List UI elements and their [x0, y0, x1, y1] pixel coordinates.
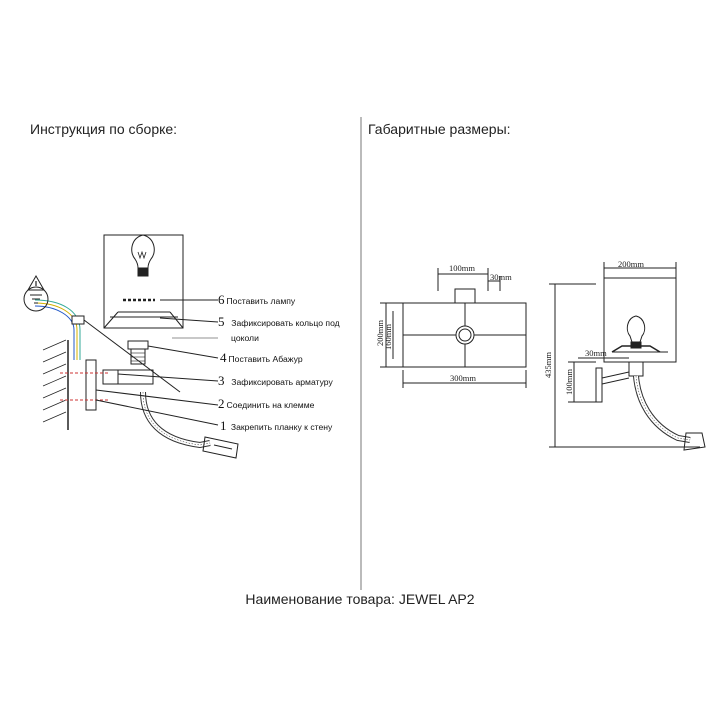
assembly-instructions-heading: Инструкция по сборке:: [30, 121, 178, 137]
dim-side-435: 435mm: [543, 352, 553, 378]
dim-side-100: 100mm: [564, 369, 574, 395]
dim-top-100: 100mm: [449, 263, 475, 273]
ring: [127, 340, 149, 350]
step-1: 1 Закрепить планку к стену: [220, 418, 333, 433]
dimensions-heading: Габаритные размеры:: [368, 121, 511, 137]
earth-ground-icon: [23, 286, 49, 312]
product-name: Наименование товара: JEWEL AP2: [245, 591, 475, 607]
arm: [102, 369, 154, 385]
dim-top-160: 160mm: [383, 324, 393, 350]
bulb-icon: [131, 234, 155, 277]
top-view-drawing: [380, 268, 527, 388]
dim-top-200: 200mm: [375, 320, 385, 346]
shade-side-view: [603, 277, 677, 363]
reading-head: [202, 436, 239, 459]
dim-side-30: 30mm: [585, 348, 607, 358]
step-5: 5 Зафиксировать кольцо под: [218, 314, 340, 329]
step-3: 3 Зафиксировать арматуру: [218, 373, 333, 388]
side-view-drawing: [549, 262, 706, 451]
assembly-drawing: [23, 234, 239, 459]
dim-side-200: 200mm: [618, 259, 644, 269]
dim-top-30: 30mm: [490, 272, 512, 282]
dim-top-300: 300mm: [450, 373, 476, 383]
step-5-continued: цоколи: [231, 333, 259, 343]
warning-icon: [27, 274, 45, 291]
